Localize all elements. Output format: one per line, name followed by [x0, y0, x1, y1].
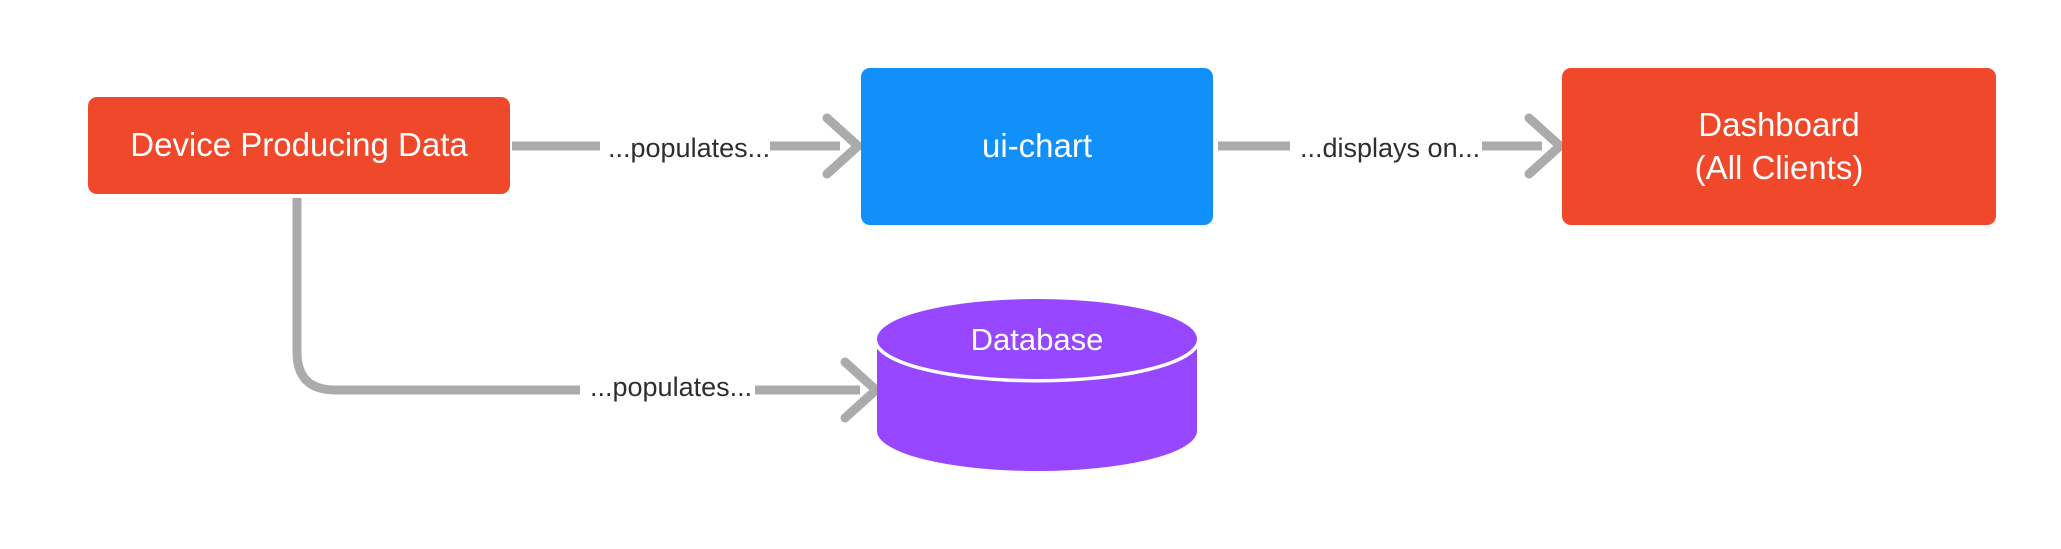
node-device-producing-data[interactable]: Device Producing Data	[88, 97, 510, 194]
database-cylinder-icon	[877, 299, 1197, 471]
edge-label-uichart-to-dashboard: ...displays on...	[1300, 133, 1481, 163]
edge-label-device-to-uichart: ...populates...	[608, 133, 771, 163]
edge-device-to-database-elbow	[292, 198, 580, 395]
edge-label-device-to-database: ...populates...	[590, 372, 753, 402]
edge-device-to-uichart-arrowhead	[822, 113, 863, 179]
node-database[interactable]: Database	[877, 299, 1197, 471]
node-device-producing-data-label: Device Producing Data	[130, 126, 468, 164]
node-ui-chart-label: ui-chart	[981, 127, 1093, 165]
edge-device-to-database-arrowhead	[840, 357, 881, 423]
node-dashboard[interactable]: Dashboard (All Clients)	[1562, 68, 1996, 225]
node-database-label: Database	[970, 322, 1104, 357]
edge-uichart-to-dashboard-arrowhead	[1524, 113, 1565, 179]
node-dashboard-label: Dashboard (All Clients)	[1694, 106, 1864, 186]
node-ui-chart[interactable]: ui-chart	[861, 68, 1213, 225]
